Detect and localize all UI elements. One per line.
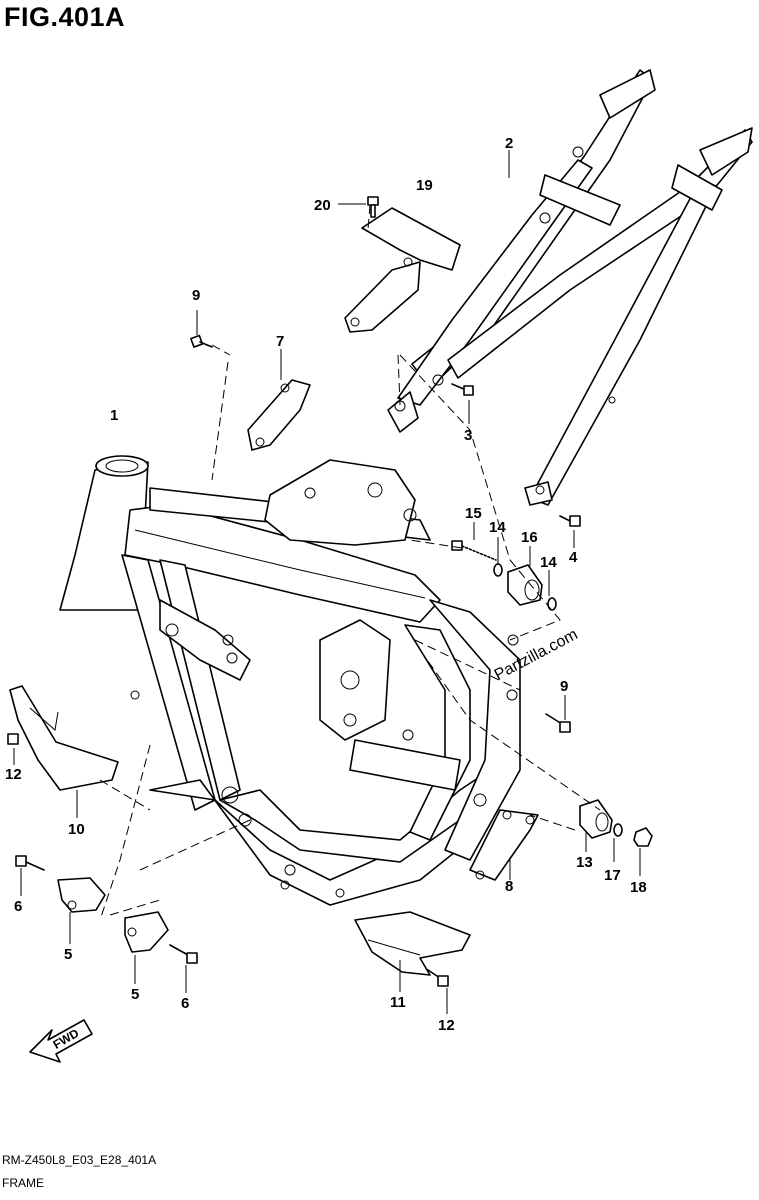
footer-figure-code: RM-Z450L8_E03_E28_401A [2,1153,157,1167]
part-num-6-right: 6 [181,995,189,1012]
part-numbers: 1 2 3 4 5 5 6 6 7 8 9 9 10 11 12 12 13 1… [5,135,647,1034]
part-num-15: 15 [465,505,482,522]
part-num-9-upper: 9 [192,287,200,304]
part-num-1: 1 [110,407,118,424]
part-num-14-left: 14 [489,519,506,536]
washer-14-left[interactable] [493,563,503,577]
part-num-12-right: 12 [438,1017,455,1034]
part-num-10: 10 [68,821,85,838]
part-num-14-right: 14 [540,554,557,571]
nut-18[interactable] [633,827,653,847]
part-num-3: 3 [464,427,472,444]
bolt-15[interactable] [451,540,497,561]
bolt-3[interactable] [451,383,474,396]
bracket-5-left[interactable] [57,877,106,913]
bolt-4[interactable] [559,515,581,527]
part-num-6-left: 6 [14,898,22,915]
part-num-5-left: 5 [64,946,72,963]
sub-frame[interactable] [387,69,753,506]
part-num-13: 13 [576,854,593,871]
part-num-2: 2 [505,135,513,152]
bolt-9-lower[interactable] [545,713,571,733]
part-num-12-left: 12 [5,766,22,783]
part-num-4: 4 [569,549,578,566]
bracket-5-right[interactable] [124,911,169,953]
part-num-16: 16 [521,529,538,546]
engine-mount-bracket-7[interactable] [247,379,311,451]
bracket-19[interactable] [344,207,461,333]
collar-13[interactable] [579,799,613,839]
part-num-20: 20 [314,197,331,214]
part-num-18: 18 [630,879,647,896]
bolt-6-left[interactable] [15,855,45,871]
engine-mount-bracket-8[interactable] [469,809,539,881]
bolt-20[interactable] [367,196,379,218]
bolt-12-left[interactable] [7,733,19,745]
frame-guard-11[interactable] [354,911,471,976]
part-num-7: 7 [276,333,284,350]
washer-14-right[interactable] [547,597,557,611]
leader-lines [13,150,641,1014]
frame-guard-10[interactable] [9,685,119,791]
part-num-19: 19 [416,177,433,194]
figure-title: FIG.401A [4,2,126,32]
bolt-12-right[interactable] [427,969,449,987]
assembly-lines [99,204,601,921]
part-num-11: 11 [390,994,406,1011]
part-num-8: 8 [505,878,513,895]
bolt-6-right[interactable] [169,944,198,964]
footer-section-name: FRAME [2,1176,44,1190]
main-frame[interactable] [59,455,521,906]
collar-16[interactable] [507,564,543,606]
washer-17[interactable] [613,823,623,837]
bolt-9-upper[interactable] [190,334,213,348]
part-num-9-lower: 9 [560,678,568,695]
part-num-5-right: 5 [131,986,139,1003]
fwd-arrow: FWD [29,1019,93,1063]
part-num-17: 17 [604,867,621,884]
